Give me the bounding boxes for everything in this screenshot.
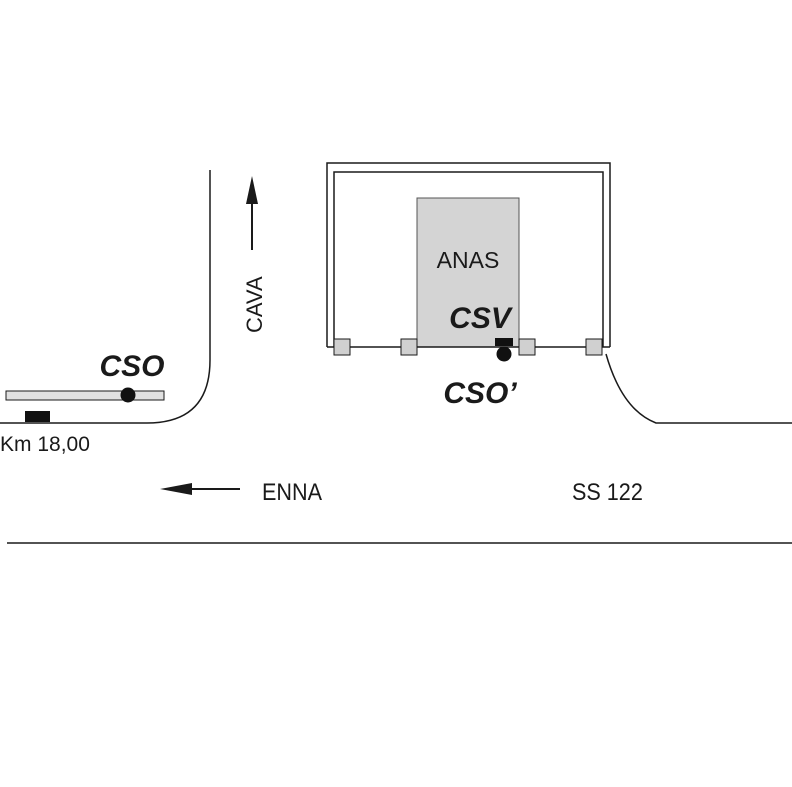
enna-label: ENNA <box>262 478 323 505</box>
cso-point <box>120 387 136 403</box>
right-road-edge <box>605 353 792 424</box>
cso-prime-label: CSO’ <box>443 377 517 410</box>
km-label: Km 18,00 <box>0 433 90 456</box>
cso-barrier <box>5 390 165 401</box>
anas-label: ANAS <box>437 247 500 273</box>
gate-pillar <box>518 338 536 356</box>
csv-sensor-marker <box>495 338 513 346</box>
cava-label: CAVA <box>242 276 267 333</box>
cava-arrow-head <box>246 176 258 204</box>
gate-pillar <box>400 338 418 356</box>
cso-prime-point <box>496 346 512 362</box>
anas-building <box>416 197 520 348</box>
enna-arrow-head <box>160 483 192 495</box>
gate-pillar <box>585 338 603 356</box>
km-marker <box>25 411 50 422</box>
compound-inner-wall <box>333 171 604 347</box>
road-label: SS 122 <box>572 478 643 505</box>
gate-pillar <box>333 338 351 356</box>
csv-label: CSV <box>449 302 514 335</box>
side-road-edge <box>0 170 211 424</box>
compound-outer-wall <box>326 162 611 347</box>
cso-label: CSO <box>99 350 164 383</box>
